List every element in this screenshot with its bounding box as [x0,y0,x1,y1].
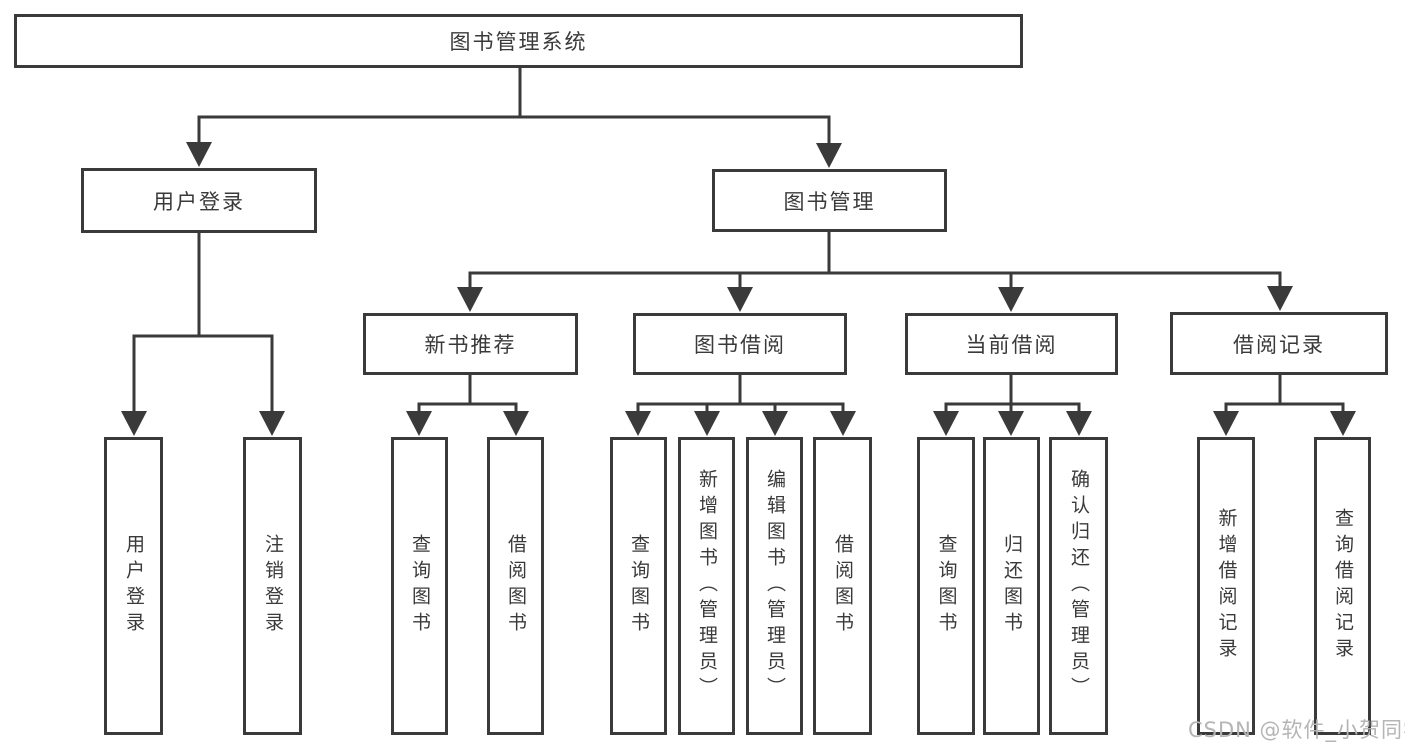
arrowhead [121,411,147,436]
leaf-logout: 注销登录 [243,437,302,735]
node-book-borrow: 图书借阅 [633,313,847,375]
arrowhead [694,411,720,436]
arrowhead [762,411,788,436]
arrowhead [1267,286,1293,311]
arrowhead [933,411,959,436]
leaf-query-books-borrow: 查询图书 [610,437,667,735]
connector-borrow-records-to-leaves [1213,373,1356,436]
arrowhead [625,411,651,436]
arrowhead [406,411,432,436]
connector-current-borrow-to-leaves [933,373,1092,436]
csdn-watermark: CSDN @软件_小贺同学 [1188,718,1405,742]
connector-user-login-to-leaves [121,231,285,436]
connector-root-to-level2 [186,65,842,168]
node-book-management: 图书管理 [712,169,947,232]
arrowhead [1213,411,1239,436]
arrowhead [816,143,842,168]
arrowhead [830,411,856,436]
leaf-user-login: 用户登录 [104,437,163,735]
arrowhead [1330,411,1356,436]
node-library-management-system: 图书管理系统 [14,14,1023,68]
arrowhead [503,411,529,436]
leaf-edit-books-admin: 编辑图书（管理员） [746,437,803,735]
node-new-book-recommend: 新书推荐 [363,313,578,375]
node-borrow-records: 借阅记录 [1170,312,1388,375]
leaf-add-books-admin: 新增图书（管理员） [678,437,735,735]
leaf-query-borrow-record: 查询借阅记录 [1314,437,1371,735]
arrowhead [457,287,483,312]
node-current-borrow: 当前借阅 [905,313,1118,375]
node-user-login: 用户登录 [81,168,317,233]
arrowhead [186,142,212,167]
arrowhead [727,287,753,312]
arrowhead [998,411,1024,436]
leaf-borrow-books-recommend: 借阅图书 [487,437,544,735]
leaf-confirm-return-admin: 确认归还（管理员） [1049,437,1108,735]
leaf-query-books-current: 查询图书 [917,437,975,735]
leaf-borrow-books: 借阅图书 [813,437,872,735]
connector-book-management-to-level3 [457,230,1293,312]
arrowhead [259,411,285,436]
leaf-add-borrow-record: 新增借阅记录 [1197,437,1255,735]
connector-book-borrow-to-leaves [625,373,856,436]
connector-new-book-recommend-to-leaves [406,373,529,436]
leaf-return-books: 归还图书 [983,437,1040,735]
leaf-query-books-recommend: 查询图书 [391,437,448,735]
arrowhead [998,287,1024,312]
arrowhead [1066,411,1092,436]
